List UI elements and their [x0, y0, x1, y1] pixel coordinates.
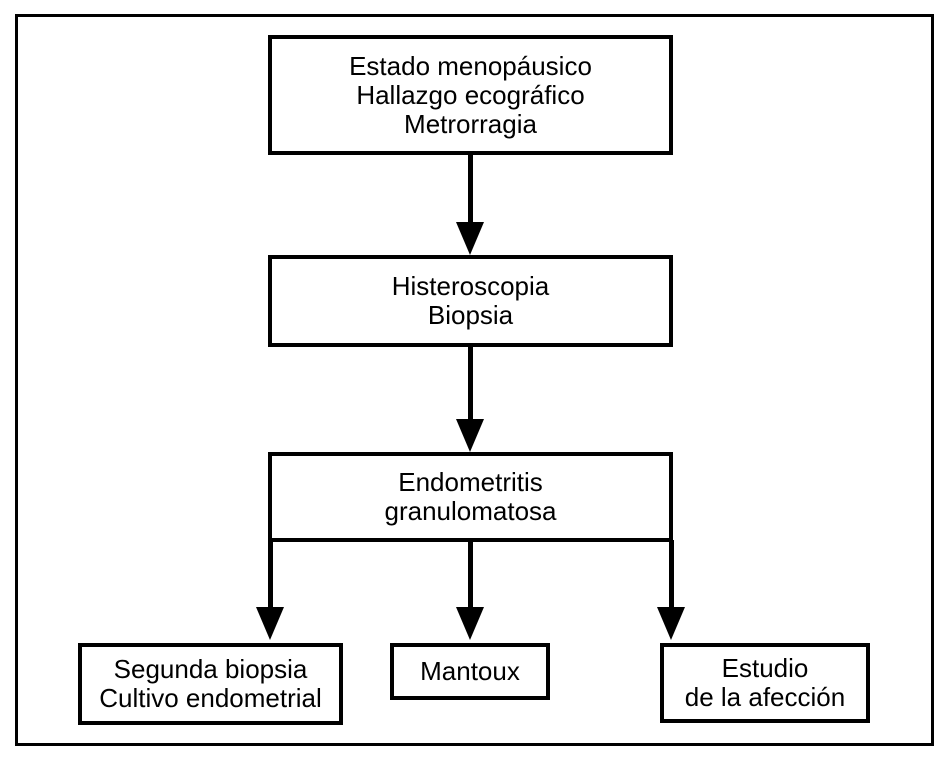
arrow-endometritis-to-mantoux-shaft: [468, 540, 473, 608]
arrow-endometritis-to-segunda-shaft: [268, 540, 273, 608]
flow-node-segunda-biopsia: Segunda biopsia Cultivo endometrial: [78, 643, 343, 725]
flow-node-endometritis-granulomatosa: Endometritis granulomatosa: [268, 452, 673, 542]
arrow-estado-to-histeroscopia-head-icon: [456, 222, 484, 255]
flow-node-line: Histeroscopia: [391, 271, 550, 301]
flow-node-estudio-afeccion: Estudio de la afección: [660, 643, 870, 723]
flow-node-histeroscopia-biopsia: Histeroscopia Biopsia: [268, 255, 673, 347]
arrow-endometritis-to-segunda-head-icon: [256, 607, 284, 640]
flow-node-line: Segunda biopsia: [113, 654, 308, 684]
flow-node-line: de la afección: [684, 682, 846, 712]
flow-node-line: Estudio: [721, 653, 809, 683]
arrow-estado-to-histeroscopia-shaft: [468, 153, 473, 223]
flow-node-line: Metrorragia: [404, 108, 537, 139]
flow-node-line: Endometritis: [398, 467, 543, 497]
flow-node-line: Estado menopáusico: [349, 50, 592, 81]
arrow-endometritis-to-estudio-shaft: [669, 540, 674, 608]
flow-node-line: Mantoux: [420, 656, 520, 686]
flow-node-estado-menopausico: Estado menopáusico Hallazgo ecográfico M…: [268, 35, 673, 155]
flow-node-line: Biopsia: [427, 300, 514, 330]
arrow-endometritis-to-estudio-head-icon: [657, 607, 685, 640]
flow-node-line: granulomatosa: [384, 496, 557, 526]
flow-node-line: Hallazgo ecográfico: [356, 79, 585, 110]
flow-node-mantoux: Mantoux: [390, 643, 550, 700]
arrow-histeroscopia-to-endometritis-head-icon: [456, 419, 484, 452]
flow-node-line: Cultivo endometrial: [99, 683, 322, 713]
arrow-histeroscopia-to-endometritis-shaft: [468, 345, 473, 420]
arrow-endometritis-to-mantoux-head-icon: [456, 607, 484, 640]
